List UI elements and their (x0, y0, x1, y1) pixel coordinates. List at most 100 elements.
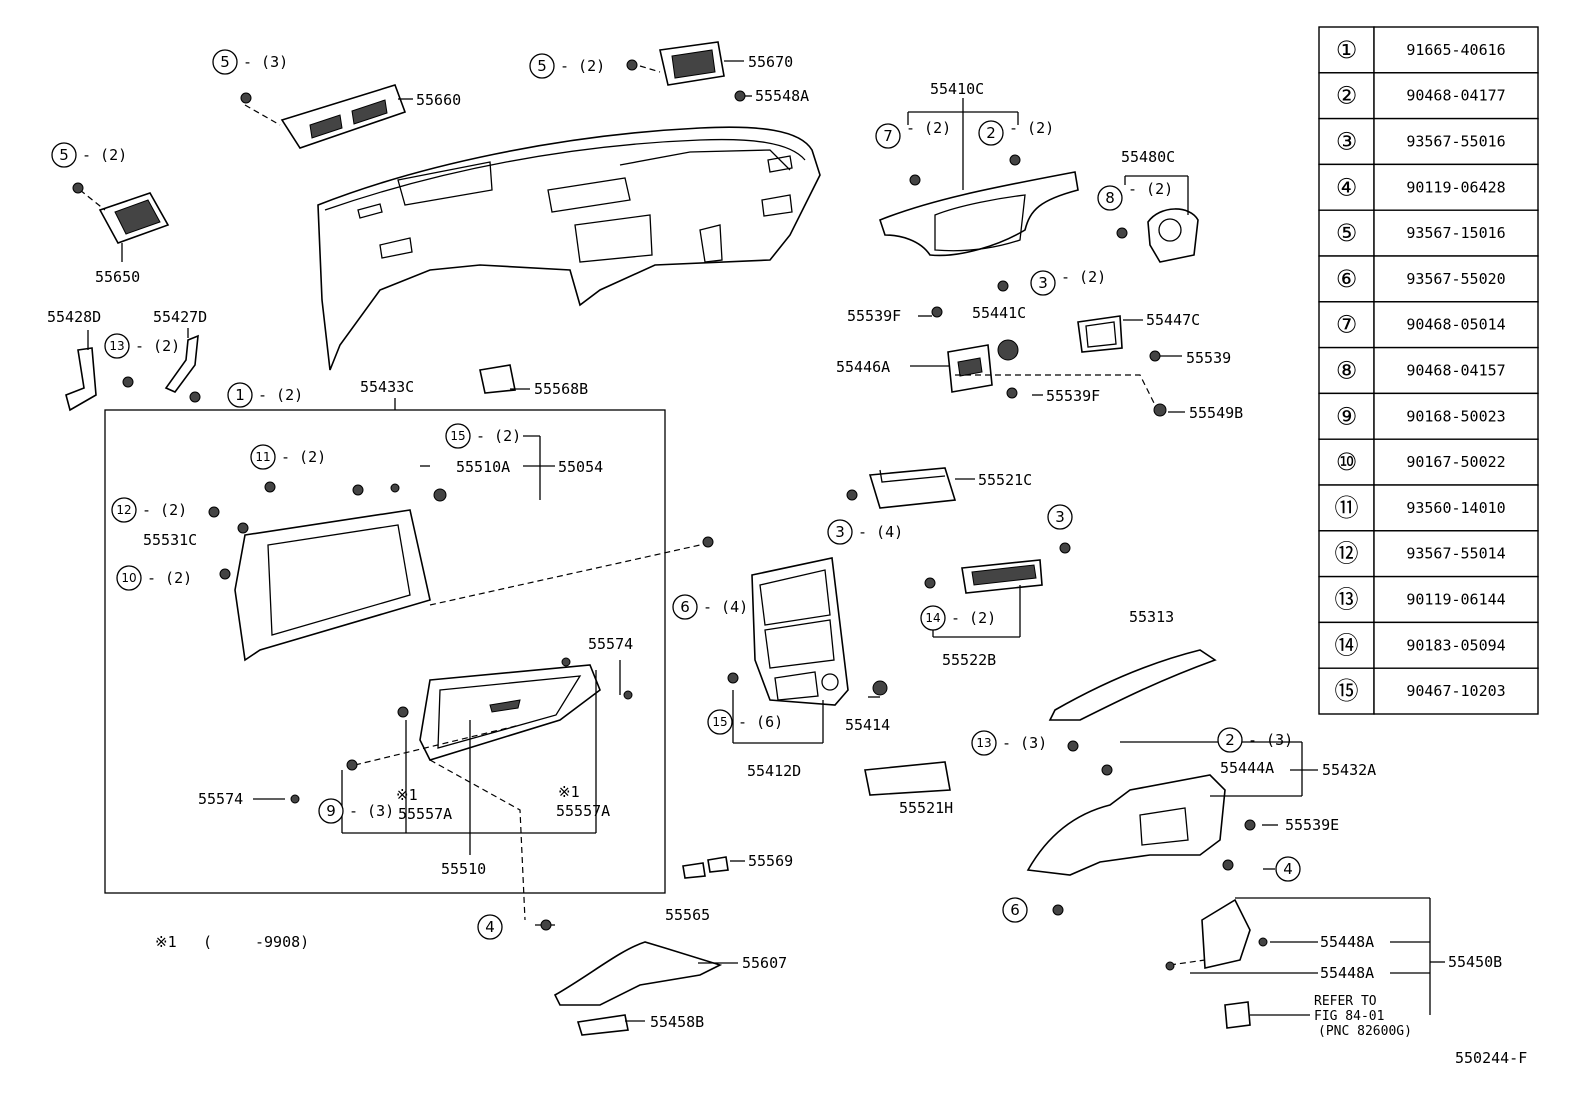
part-label: 55574 (588, 635, 633, 653)
callout-5: 5 (212, 49, 238, 75)
table-callout-number: ⑮ (1335, 677, 1359, 705)
svg-text:15: 15 (712, 715, 727, 729)
part-55458b-drawing (576, 1014, 629, 1036)
part-label: 55549B (1189, 404, 1243, 422)
table-callout-number: ⑫ (1335, 540, 1359, 568)
part-label: 55607 (742, 954, 787, 972)
callout-6: 6 (1002, 897, 1028, 923)
knob-55441c-drawing (997, 339, 1019, 361)
table-part-number: 90467-10203 (1406, 682, 1505, 700)
panel-55446a-drawing (947, 344, 993, 393)
refer-note: REFER TO FIG 84-01 (PNC 82600G) (1314, 994, 1412, 1039)
svg-text:3: 3 (835, 523, 845, 541)
callout-4: 4 (1275, 856, 1301, 882)
table-cell (1373, 26, 1539, 74)
svg-text:10: 10 (121, 571, 136, 585)
table-cell (1373, 438, 1539, 486)
part-label: 55521H (899, 799, 953, 817)
footnote-text: -9908) (255, 933, 309, 951)
vent-55670-drawing (659, 41, 725, 86)
part-label: 55531C (143, 531, 197, 549)
dash-line (429, 759, 526, 921)
svg-text:2: 2 (1225, 731, 1235, 749)
refer-line-1: REFER TO (1314, 994, 1377, 1009)
qty-label: - (2) (135, 337, 180, 355)
bracket-55428d-drawing (65, 347, 97, 412)
box-55450b-drawing (1201, 898, 1251, 1029)
part-label: 55660 (416, 91, 461, 109)
qty-label: - (2) (1009, 119, 1054, 137)
table-part-number: 90468-04157 (1406, 362, 1505, 380)
table-cell (1318, 72, 1375, 120)
svg-text:15: 15 (450, 429, 465, 443)
callout-11: 11 (250, 444, 276, 470)
dash-line (639, 65, 661, 73)
console-55607-drawing (553, 941, 723, 1006)
table-cell (1318, 484, 1375, 532)
callout-6: 6 (672, 594, 698, 620)
callout-1: 1 (227, 382, 253, 408)
glove-box-door-drawing (234, 509, 431, 662)
qty-label: - (2) (906, 119, 951, 137)
svg-text:2: 2 (986, 124, 996, 142)
part-label: 55539 (1186, 349, 1231, 367)
part-label: 55427D (153, 308, 207, 326)
vent-55650-drawing (98, 192, 170, 244)
bracket-55427d-drawing (164, 334, 199, 393)
cluster-finish-55410c-drawing (879, 171, 1079, 257)
qty-label: - (6) (738, 713, 783, 731)
part-label: 55480C (1121, 148, 1175, 166)
part-label: 55410C (930, 80, 984, 98)
callout-5: 5 (529, 53, 555, 79)
part-55521h-drawing (864, 761, 951, 796)
table-callout-number: ⑩ (1336, 448, 1358, 476)
callout-2: 2 (1217, 727, 1243, 753)
qty-label: - (3) (1002, 734, 1047, 752)
table-cell (1373, 301, 1539, 349)
table-callout-number: ⑭ (1335, 631, 1359, 659)
part-label: 55447C (1146, 311, 1200, 329)
part-label: 55670 (748, 53, 793, 71)
part-labels: 55660 55670 55548A 55650 55428D 55427D 5… (47, 53, 1502, 1031)
svg-text:11: 11 (255, 450, 270, 464)
mark-asterisk: ※1 (396, 786, 418, 804)
callout-2: 2 (978, 120, 1004, 146)
qty-label: - (4) (703, 598, 748, 616)
part-label: 55574 (198, 790, 243, 808)
svg-text:6: 6 (680, 598, 690, 616)
table-part-number: 93567-55014 (1406, 545, 1505, 563)
svg-text:9: 9 (326, 802, 336, 820)
part-label: 55557A (556, 802, 610, 820)
table-row: ⑮ 90467-10203 (1318, 667, 1539, 715)
footnote: ※1 ( -9908) (155, 933, 309, 951)
part-label: 55569 (748, 852, 793, 870)
qty-label: - (4) (858, 523, 903, 541)
qty-label: - (2) (951, 609, 996, 627)
callout-3: 3 (827, 519, 853, 545)
part-label: 55565 (665, 906, 710, 924)
table-cell (1373, 117, 1539, 166)
svg-text:6: 6 (1010, 901, 1020, 919)
table-part-number: 90119-06144 (1406, 591, 1505, 609)
callout-4: 4 (477, 914, 503, 940)
callout-10: 10 (116, 565, 142, 591)
table-part-number: 93567-15016 (1406, 224, 1505, 242)
part-label: 55412D (747, 762, 801, 780)
part-label: 55521C (978, 471, 1032, 489)
table-part-number: 93560-14010 (1406, 499, 1505, 517)
dash-line (429, 544, 701, 606)
part-label: 55548A (755, 87, 809, 105)
svg-text:12: 12 (116, 503, 131, 517)
part-label: 55510A (456, 458, 510, 476)
svg-text:5: 5 (537, 57, 547, 75)
refer-line-3: (PNC 82600G) (1318, 1024, 1412, 1039)
part-55313-drawing (1048, 649, 1217, 721)
qty-label: - (2) (1128, 180, 1173, 198)
part-label: 55448A (1320, 933, 1374, 951)
